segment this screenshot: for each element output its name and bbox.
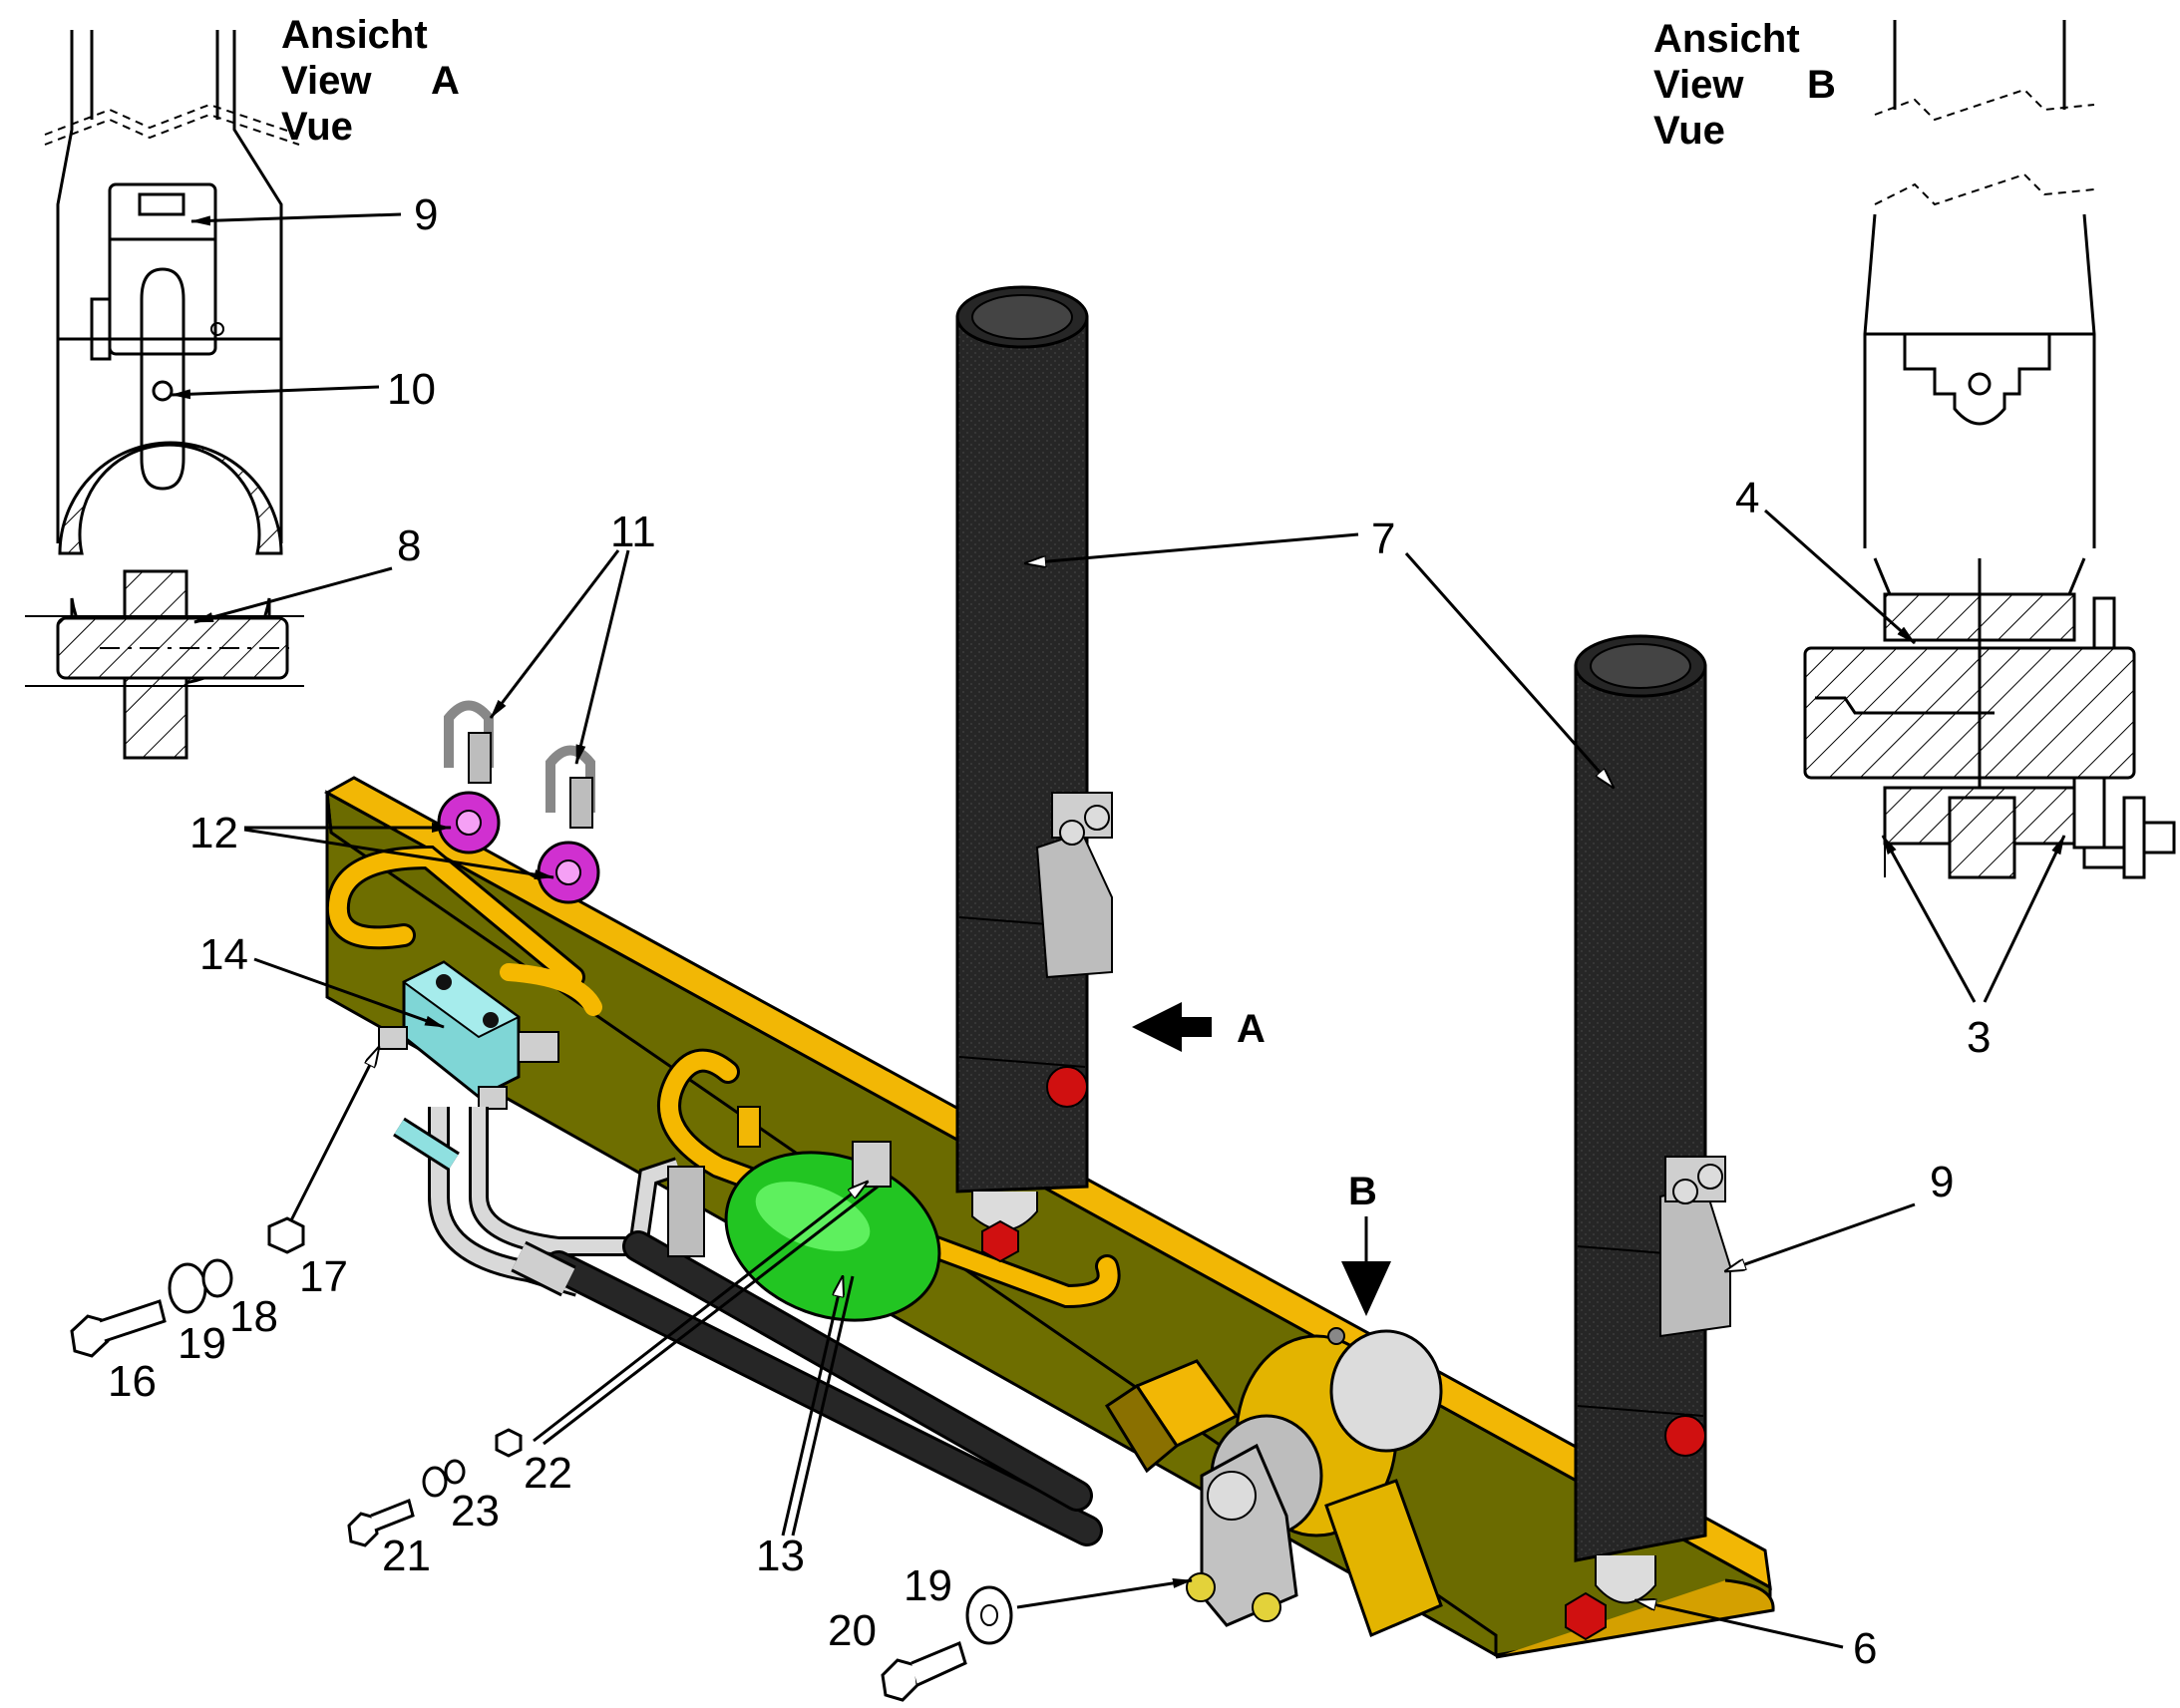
leader-9a [190, 212, 402, 226]
callout-14: 14 [199, 930, 248, 979]
arrow-a-label: A [1237, 1007, 1266, 1051]
tube-left [955, 285, 1113, 1263]
callout-16: 16 [108, 1357, 157, 1406]
handle-middle [660, 1051, 1118, 1306]
view-a-label-line1: Ansicht [281, 13, 428, 57]
callout-17: 17 [299, 1252, 348, 1301]
callout-21: 21 [382, 1532, 431, 1580]
view-b-letter: B [1807, 63, 1836, 107]
bolt-21 [347, 1498, 415, 1547]
washer-18 [201, 1258, 233, 1298]
callout-8: 8 [397, 521, 421, 570]
callout-19b: 19 [904, 1561, 952, 1610]
callout-12: 12 [189, 809, 238, 857]
callout-11: 11 [610, 508, 656, 556]
callout-19a: 19 [178, 1319, 226, 1368]
washer-23a [422, 1466, 448, 1498]
callout-9b: 9 [1930, 1158, 1954, 1206]
callout-18: 18 [229, 1292, 278, 1341]
view-a-letter: A [431, 59, 460, 103]
view-a-label-line3: Vue [281, 105, 353, 149]
callout-23: 23 [451, 1487, 500, 1536]
lifting-eye-right [537, 745, 600, 904]
view-b-arrow [1341, 1261, 1391, 1316]
leader-8 [193, 566, 393, 624]
lifting-eye-left [437, 700, 501, 854]
nut-22 [495, 1428, 523, 1458]
view-a-section: Ansicht View A Vue 9 10 8 [25, 13, 460, 760]
callout-6: 6 [1853, 1624, 1877, 1673]
callout-4: 4 [1735, 474, 1759, 522]
callout-9a: 9 [414, 190, 438, 239]
arrow-b-label: B [1348, 1170, 1377, 1213]
leader-3b [1983, 835, 2066, 1003]
leader-3a [1881, 835, 1977, 1003]
handle-left [328, 848, 582, 986]
callout-13: 13 [756, 1532, 805, 1580]
view-b-label-line3: Vue [1653, 109, 1725, 153]
leader-10 [171, 385, 380, 400]
washer-23b [444, 1459, 466, 1485]
callout-20: 20 [828, 1606, 877, 1655]
leader-4 [1764, 509, 1916, 645]
valve-block [378, 960, 559, 1110]
main-callouts: 11 12 14 7 A B 9 6 13 22 23 21 [108, 508, 1954, 1673]
callout-10: 10 [387, 365, 436, 414]
washer-19a [168, 1262, 207, 1314]
view-b-label-line1: Ansicht [1653, 17, 1800, 61]
accumulator [724, 1141, 941, 1322]
bolt-20 [881, 1640, 967, 1702]
view-b-label-line2: View [1653, 63, 1744, 107]
view-b-section: Ansicht View B Vue 4 3 [1653, 17, 2176, 1062]
pivot-assembly [1104, 1327, 1443, 1638]
main-assembly [70, 285, 1775, 1702]
nut-17 [267, 1216, 305, 1254]
tube-right [1565, 634, 1731, 1641]
view-a-arrow [1132, 1002, 1212, 1052]
callout-7: 7 [1371, 514, 1395, 563]
bolt-16 [70, 1299, 167, 1358]
callout-22: 22 [524, 1449, 572, 1498]
callout-3: 3 [1967, 1013, 1991, 1062]
view-a-label-line2: View [281, 59, 372, 103]
